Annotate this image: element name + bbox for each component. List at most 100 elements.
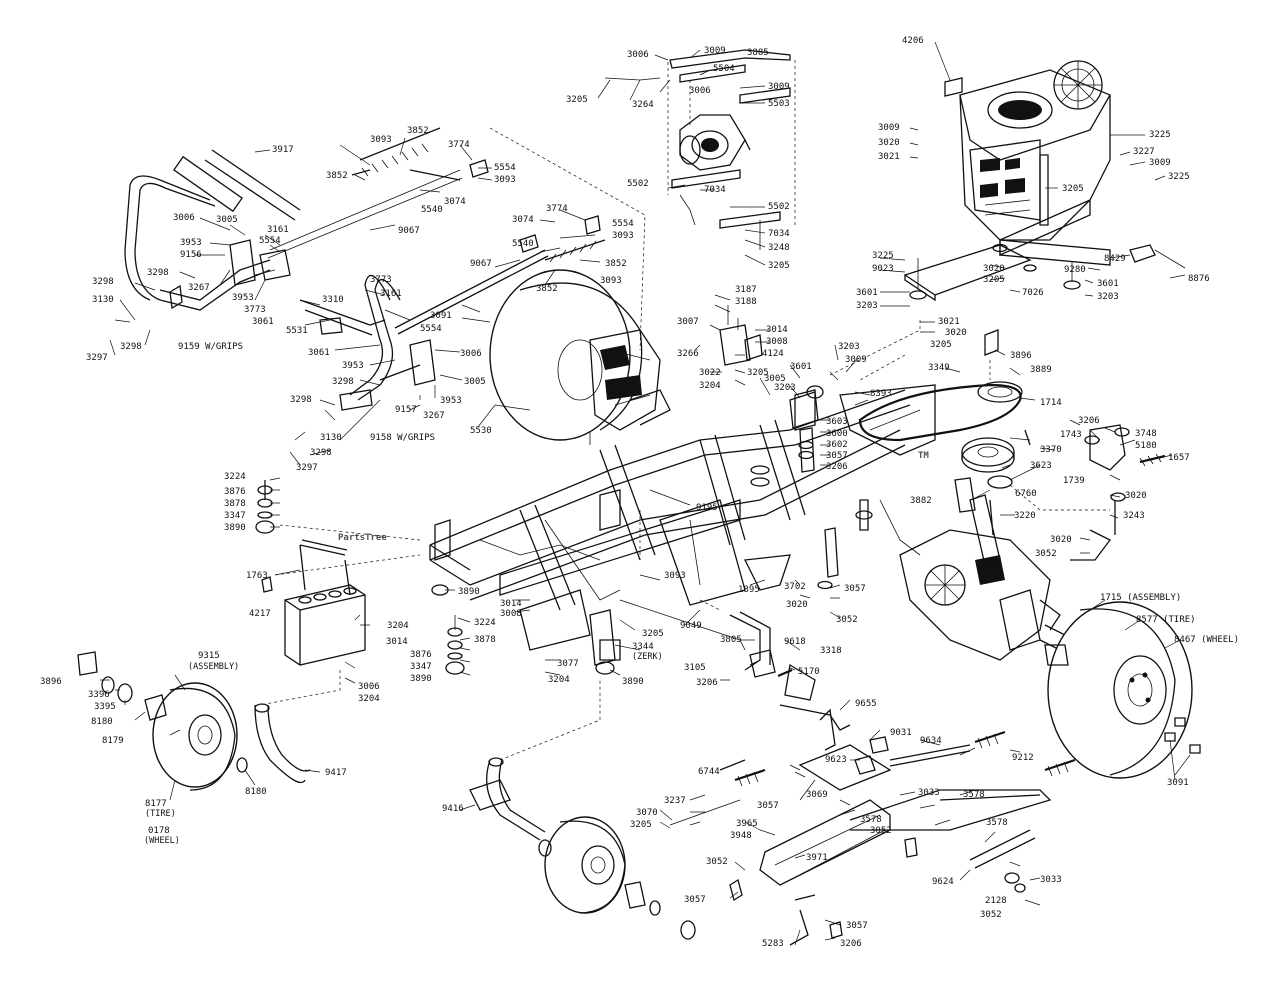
part-label: 7034 — [768, 229, 790, 239]
part-label: 3093 — [494, 175, 516, 185]
part-label: 3077 — [557, 659, 579, 669]
part-label: 3205 — [630, 820, 652, 830]
part-label: 5170 — [798, 667, 820, 677]
part-label: 3020 — [1125, 491, 1147, 501]
part-label: 3093 — [664, 571, 686, 581]
front-wheel-left — [77, 651, 248, 791]
part-label: 3008 — [766, 337, 788, 347]
part-label: 3205 — [930, 340, 952, 350]
part-label: 1763 — [246, 571, 268, 581]
part-number-labels: 3006 3009 3885 5504 3205 3264 3006 3009 … — [40, 36, 1239, 949]
part-label: 8467 (WHEEL) — [1174, 635, 1239, 645]
part-label: 1895 — [738, 585, 760, 595]
part-label: 3347 — [410, 662, 432, 672]
part-label: 3852 — [326, 171, 348, 181]
part-label: 3953 — [342, 361, 364, 371]
part-label: 5530 — [470, 426, 492, 436]
part-label: 3876 — [410, 650, 432, 660]
part-label: 6760 — [1015, 489, 1037, 499]
part-label: 3057 — [826, 451, 848, 461]
rear-wheel-left — [489, 269, 671, 441]
part-label-note: (WHEEL) — [144, 836, 180, 846]
part-label: 3953 — [180, 238, 202, 248]
part-label: 3057 — [844, 584, 866, 594]
part-label: 3204 — [358, 694, 380, 704]
part-label: 3227 — [1133, 147, 1155, 157]
part-label: 3074 — [512, 215, 534, 225]
partstree-watermark: PartsTree TM — [338, 451, 929, 543]
part-label: 9195 — [696, 503, 718, 513]
part-label: 3243 — [1123, 511, 1145, 521]
part-label: 3057 — [757, 801, 779, 811]
part-label: 9067 — [398, 226, 420, 236]
part-label: 8876 — [1188, 274, 1210, 284]
isolator-stack-left — [255, 480, 615, 675]
leader-lines — [100, 41, 1191, 946]
rear-wheel-right — [1044, 601, 1201, 779]
part-label: 3206 — [826, 462, 848, 472]
part-label-note: (TIRE) — [145, 809, 176, 819]
part-label: 9049 — [680, 621, 702, 631]
part-label: 3805 — [720, 635, 742, 645]
part-label: 3890 — [458, 587, 480, 597]
part-label: 3965 — [736, 819, 758, 829]
part-label: 9634 — [920, 736, 942, 746]
part-label: 3206 — [1078, 416, 1100, 426]
part-label: 3033 — [1040, 875, 1062, 885]
part-label: 3205 — [983, 275, 1005, 285]
part-label: 3009 — [878, 123, 900, 133]
part-label: 3205 — [747, 368, 769, 378]
part-label: 7034 — [704, 185, 726, 195]
part-label: 3205 — [768, 261, 790, 271]
part-label: 9067 — [470, 259, 492, 269]
part-label: 3773 — [370, 275, 392, 285]
part-label: 3022 — [699, 368, 721, 378]
part-label: 4206 — [902, 36, 924, 46]
part-label: 6744 — [698, 767, 720, 777]
part-label: 3266 — [677, 349, 699, 359]
part-label: 3896 — [40, 677, 62, 687]
part-label: 3852 — [536, 284, 558, 294]
part-label: 3578 — [986, 818, 1008, 828]
steering-linkage — [669, 611, 1076, 946]
part-label: 3203 — [856, 301, 878, 311]
part-label: 8429 — [1104, 254, 1126, 264]
part-label: 9416 — [442, 804, 464, 814]
part-label: 2128 — [985, 896, 1007, 906]
part-label: 3008 — [500, 609, 522, 619]
part-label: 9023 — [872, 264, 894, 274]
part-label: 3852 — [407, 126, 429, 136]
part-label: 3187 — [735, 285, 757, 295]
part-label: 8393 — [870, 389, 892, 399]
part-label: 9655 — [855, 699, 877, 709]
part-label: 3395 — [94, 702, 116, 712]
part-label: 5502 — [768, 202, 790, 212]
part-label: 3061 — [308, 348, 330, 358]
part-label: 5531 — [286, 326, 308, 336]
part-label: 3006 — [689, 86, 711, 96]
part-label: 3602 — [826, 440, 848, 450]
part-label: 3009 — [768, 82, 790, 92]
part-label: 1657 — [1168, 453, 1190, 463]
part-label: 3890 — [622, 677, 644, 687]
part-label: 3298 — [92, 277, 114, 287]
motion-control-levers — [124, 127, 606, 411]
part-label: 3298 — [147, 268, 169, 278]
part-label: 3220 — [1014, 511, 1036, 521]
part-label: 4217 — [249, 609, 271, 619]
part-label: 3876 — [224, 487, 246, 497]
part-label: 3318 — [820, 646, 842, 656]
part-label: 3882 — [910, 496, 932, 506]
center-control-bracket — [719, 305, 873, 590]
part-label: 3204 — [387, 621, 409, 631]
part-label: 1714 — [1040, 398, 1062, 408]
part-label: 3161 — [267, 225, 289, 235]
part-label: 3005 — [464, 377, 486, 387]
part-label: 9157 — [395, 405, 417, 415]
alignment-lines — [259, 127, 1110, 761]
part-label: 8577 (TIRE) — [1136, 615, 1196, 625]
part-label: 3298 — [332, 377, 354, 387]
part-label: 3298 — [310, 448, 332, 458]
part-label: 3205 — [642, 629, 664, 639]
